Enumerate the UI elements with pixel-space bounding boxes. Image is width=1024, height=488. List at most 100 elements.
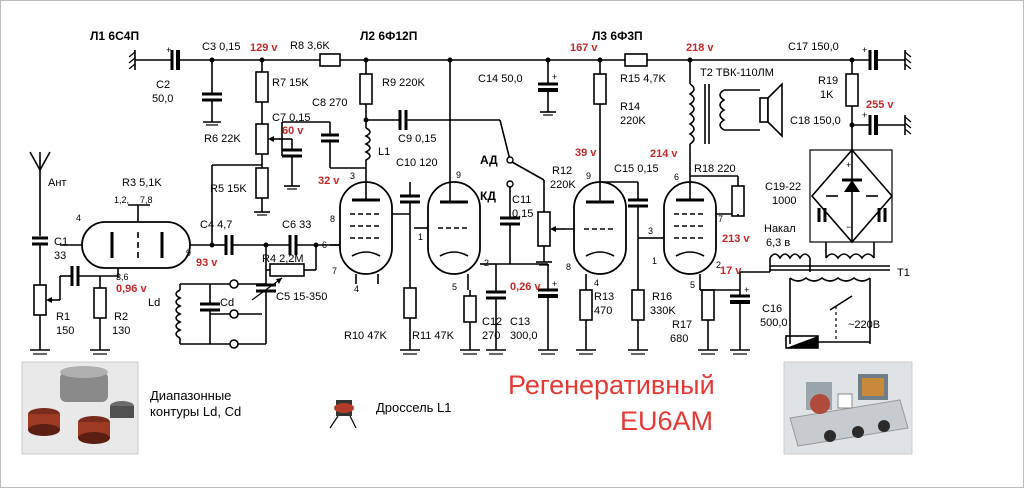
- resistor-r13: [576, 289, 596, 355]
- resistor-r1: [30, 266, 118, 355]
- capacitor-c17: +: [862, 45, 912, 70]
- pin-l3-2: 2: [716, 260, 721, 270]
- c16-label-b: 500,0: [760, 317, 788, 329]
- r2-label-a: R2: [114, 311, 128, 323]
- svg-text:+: +: [862, 45, 867, 55]
- r6-label: R6 22K: [204, 133, 241, 145]
- c1-label-b: 33: [54, 250, 66, 262]
- svg-text:+: +: [552, 72, 557, 82]
- ld-label: Ld: [148, 297, 160, 309]
- nakal-label-b: 6,3 в: [766, 237, 790, 249]
- capacitor-c2: +: [166, 45, 180, 70]
- r14-label-a: R14: [620, 101, 640, 113]
- pin-l3-3: 3: [648, 226, 653, 236]
- c5-label: C5 15-350: [276, 291, 327, 303]
- tube-l3-label: Л3 6Ф3П: [592, 29, 643, 43]
- contours-caption-line1: Диапазонные: [150, 388, 231, 403]
- r1-label-b: 150: [56, 325, 74, 337]
- r8-label: R8 3,6K: [290, 40, 330, 52]
- c10-label: C10 120: [396, 157, 438, 169]
- capacitor-c9: [366, 110, 511, 161]
- c11-label-b: 0,15: [512, 208, 533, 220]
- capacitor-c18: +: [862, 110, 912, 135]
- svg-text:+: +: [862, 110, 867, 120]
- voltage-17: 17 v: [720, 265, 742, 277]
- r3-label: R3 5,1K: [122, 177, 162, 189]
- c8-label: C8 270: [312, 97, 347, 109]
- resistor-r19: [845, 60, 870, 150]
- bridge-rectifier: + −: [809, 148, 894, 244]
- r2-label-b: 130: [112, 325, 130, 337]
- resistor-r18: [690, 175, 745, 217]
- c6-label: C6 33: [282, 219, 311, 231]
- voltage-167: 167 v: [570, 42, 598, 54]
- pin-l2-4: 4: [354, 284, 359, 294]
- tube-l1-label: Л1 6С4П: [90, 29, 139, 43]
- capacitor-c11: [500, 216, 520, 264]
- mains-label: ~220В: [848, 319, 880, 331]
- pin-l2-6: 6: [322, 240, 327, 250]
- b-plus-rail: [135, 57, 905, 63]
- resistor-r4: [266, 245, 317, 277]
- svg-text:−: −: [846, 222, 851, 232]
- c1-label-a: C1: [54, 236, 68, 248]
- voltage-096: 0,96 v: [116, 283, 147, 295]
- capacitor-c3: [202, 60, 222, 126]
- r4-label: R4 2,2M: [262, 253, 304, 265]
- capacitor-c14: +: [538, 60, 558, 116]
- c13-label-b: 300,0: [510, 330, 538, 342]
- nakal-label-a: Накал: [764, 223, 796, 235]
- resistor-r2: [90, 276, 110, 355]
- capacitor-c5: [251, 245, 283, 335]
- pin-l2-1: 1: [418, 232, 423, 242]
- r1-label-a: R1: [56, 311, 70, 323]
- divider-r7-r6-r5: [254, 60, 330, 216]
- r14-label-b: 220K: [620, 115, 646, 127]
- switch-ad-label: АД: [480, 153, 498, 167]
- pin-l2-7: 7: [332, 266, 337, 276]
- ground-c2: [128, 50, 136, 70]
- c7-label: C7 0,15: [272, 112, 311, 124]
- r13-label-b: 470: [594, 305, 612, 317]
- choke-caption: Дроссель L1: [376, 400, 452, 415]
- c16-label-a: C16: [762, 303, 782, 315]
- r5-label: R5 15K: [210, 183, 247, 195]
- r12-label-a: R12: [552, 165, 572, 177]
- voltage-32: 32 v: [318, 175, 340, 187]
- c9-label: C9 0,15: [398, 133, 437, 145]
- r9-label: R9 220K: [382, 77, 425, 89]
- c4-label: C4 4,7: [200, 219, 232, 231]
- pin-l1-9: 9: [186, 248, 191, 258]
- capacitor-c15: [600, 181, 654, 239]
- svg-text:+: +: [552, 279, 557, 289]
- r19-label-a: R19: [818, 75, 838, 87]
- r17-label-b: 680: [670, 333, 688, 345]
- pin-l3-8: 8: [566, 262, 571, 272]
- band-contour-ld-cd: [175, 279, 267, 349]
- capacitor-c7: [282, 138, 302, 190]
- resistor-r8: [319, 53, 341, 67]
- c19-22-label-b: 1000: [772, 195, 796, 207]
- antenna: [29, 151, 51, 285]
- r15-label: R15 4,7K: [620, 73, 667, 85]
- r7-label: R7 15K: [272, 77, 309, 89]
- t1-label: T1: [897, 267, 910, 279]
- c13-label-a: C13: [510, 316, 530, 328]
- c11-label-a: C11: [512, 194, 531, 206]
- r17-label-a: R17: [672, 319, 692, 331]
- r11-label: R11 47K: [412, 330, 455, 342]
- capacitor-c16: +: [730, 272, 750, 355]
- pin-l2-5: 5: [452, 282, 457, 292]
- voltage-255: 255 v: [866, 99, 894, 111]
- voltage-39: 39 v: [575, 147, 597, 159]
- l1-label: L1: [378, 146, 390, 158]
- photo-assembled-receiver: [783, 361, 913, 455]
- t2-label: T2 ТВК-110ЛМ: [700, 67, 774, 79]
- pin-l1-12: 1,2,: [114, 195, 129, 205]
- capacitor-c4: [209, 164, 290, 255]
- c19-22-label-a: C19-22: [765, 181, 801, 193]
- c2-value: 50,0: [152, 93, 173, 105]
- detector-switch: [506, 156, 545, 218]
- antenna-label: Ант: [48, 177, 66, 189]
- c2-label: C2: [156, 79, 170, 91]
